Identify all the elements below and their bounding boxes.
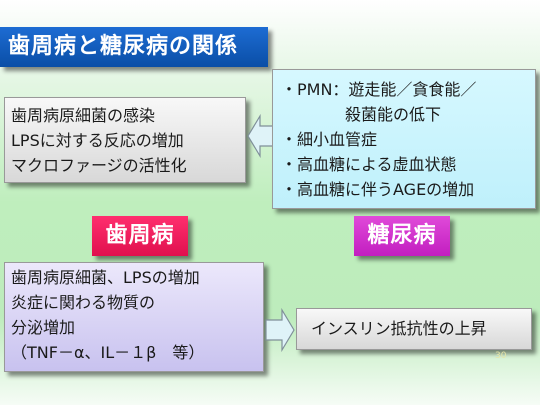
diabetes-effect-line: ・高血糖に伴うAGEの増加 bbox=[281, 180, 475, 199]
insulin-resistance-box: インスリン抵抗性の上昇 bbox=[296, 308, 532, 350]
periodontal-outcome-line: （TNF－α、IL－１β 等） bbox=[11, 343, 205, 362]
periodontal-effects-box: 歯周病原細菌の感染 LPSに対する反応の増加 マクロファージの活性化 bbox=[4, 97, 246, 183]
periodontal-effect-line: マクロファージの活性化 bbox=[11, 156, 187, 175]
diabetes-effect-line: 殺菌能の低下 bbox=[345, 105, 442, 124]
periodontal-outcomes-box: 歯周病原細菌、LPSの増加 炎症に関わる物質の 分泌増加 （TNF－α、IL－１… bbox=[4, 262, 264, 372]
slide-title: 歯周病と糖尿病の関係 bbox=[0, 27, 268, 67]
diabetes-effect-line: ・PMN：遊走能／貪食能／ bbox=[281, 80, 477, 99]
periodontal-effect-line: LPSに対する反応の増加 bbox=[11, 131, 184, 150]
diabetes-effects-box: ・PMN：遊走能／貪食能／ 殺菌能の低下 ・細小血管症 ・高血糖による虚血状態 … bbox=[272, 69, 536, 209]
periodontal-outcome-line: 炎症に関わる物質の bbox=[11, 293, 156, 312]
diabetes-effect-line: ・細小血管症 bbox=[281, 130, 378, 149]
diabetes-label: 糖尿病 bbox=[354, 216, 450, 256]
periodontal-outcome-line: 歯周病原細菌、LPSの増加 bbox=[11, 268, 200, 287]
periodontal-outcome-line: 分泌増加 bbox=[11, 318, 76, 337]
diabetes-effect-line: ・高血糖による虚血状態 bbox=[281, 155, 457, 174]
page-number: 30 bbox=[495, 351, 507, 361]
periodontal-disease-label: 歯周病 bbox=[92, 216, 188, 256]
periodontal-effect-line: 歯周病原細菌の感染 bbox=[11, 106, 156, 125]
insulin-resistance-text: インスリン抵抗性の上昇 bbox=[311, 319, 487, 338]
right-arrow-icon bbox=[265, 307, 295, 353]
